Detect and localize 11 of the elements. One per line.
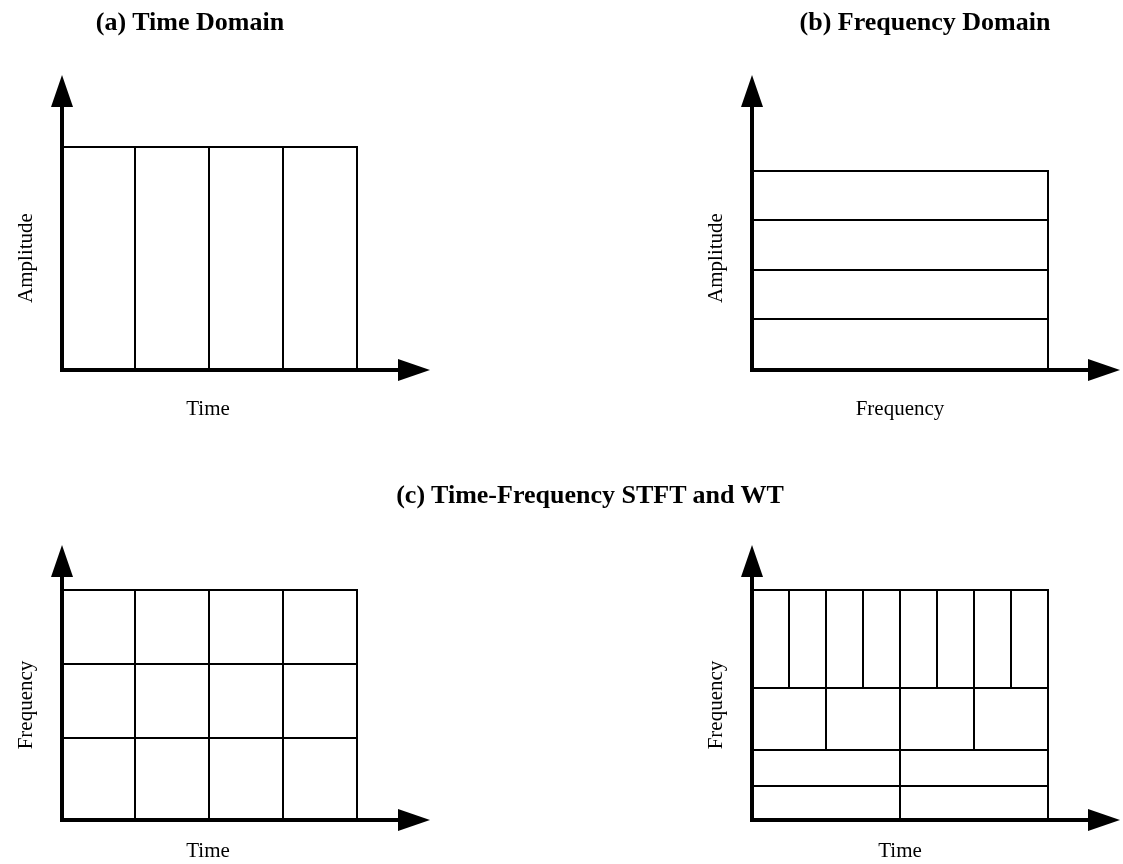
axis-label: Time xyxy=(878,837,922,863)
axis-label: Amplitude xyxy=(12,213,38,303)
panel-title: (c) Time-Frequency STFT and WT xyxy=(396,480,784,510)
panel-title: (a) Time Domain xyxy=(95,7,285,37)
axis-label: Amplitude xyxy=(702,213,728,303)
axis-label: Frequency xyxy=(702,660,728,750)
axis-label: Frequency xyxy=(12,660,38,750)
axis-label: Time xyxy=(186,395,230,421)
axis-label: Time xyxy=(186,837,230,863)
panel-title: (b) Frequency Domain xyxy=(799,7,1051,37)
axis-label: Frequency xyxy=(855,395,945,421)
